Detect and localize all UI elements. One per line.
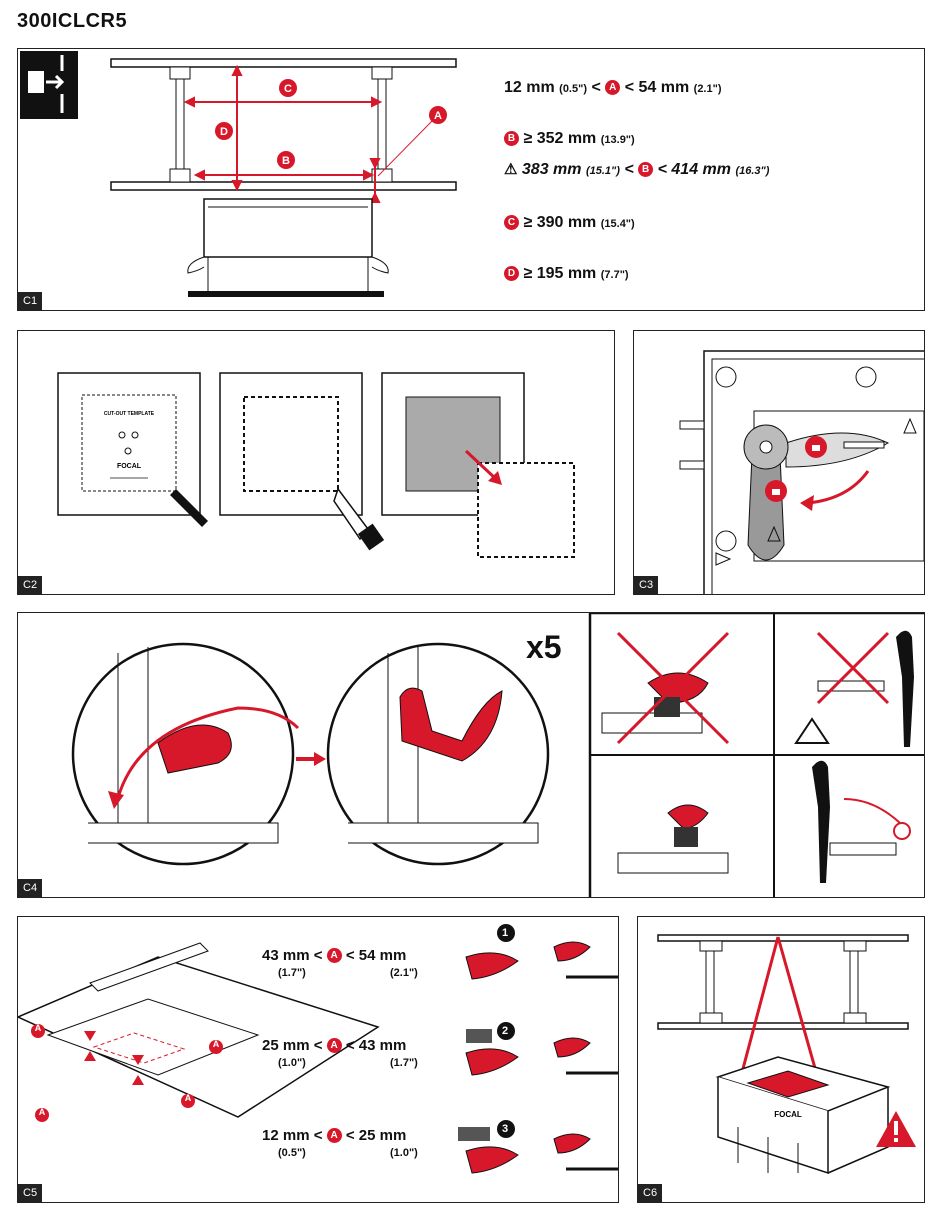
spec-b-min: B ≥ 352 mm (13.9"): [504, 130, 635, 148]
c5-range-1-in-a: (1.7"): [278, 967, 306, 979]
badge-d: D: [504, 266, 519, 281]
c4-diagram: [71, 613, 924, 897]
panel-c5: A A A A 1 2 3 43 mm < A < 54 mm (1.7") (…: [17, 916, 619, 1203]
panel-c2: CUT-OUT TEMPLATE FOCAL C2: [17, 330, 615, 595]
template-brand: FOCAL: [117, 463, 142, 470]
c5-range-2: 25 mm < A < 43 mm: [262, 1037, 407, 1054]
badge-a: A: [605, 80, 621, 95]
step-1-label: 1: [502, 927, 509, 939]
panel-label: C3: [634, 576, 659, 594]
warning-icon: ⚠: [504, 161, 518, 178]
template-title: CUT-OUT TEMPLATE: [104, 411, 155, 417]
c6-brand: FOCAL: [774, 1110, 802, 1119]
panel-c4: x5 C4: [17, 612, 925, 898]
panel-label: C1: [18, 292, 43, 310]
count-label: x5: [526, 629, 562, 665]
c2-diagram: CUT-OUT TEMPLATE FOCAL: [57, 372, 575, 558]
c1-diagram: C D B A: [20, 51, 457, 297]
c5-badge-a3: A: [38, 1107, 46, 1117]
dim-label-c: C: [284, 83, 292, 95]
badge-b: B: [504, 131, 519, 146]
spec-b-warning: ⚠ 383 mm (15.1") < B < 414 mm (16.3"): [504, 161, 770, 178]
panel-label: C6: [638, 1184, 663, 1202]
panel-c6: FOCAL C6: [637, 916, 925, 1203]
step-2-label: 2: [502, 1025, 509, 1037]
c5-range-2-in-b: (1.7"): [390, 1057, 418, 1069]
spec-d-min: D ≥ 195 mm (7.7"): [504, 265, 629, 283]
dim-label-d: D: [220, 126, 228, 138]
panel-c1: C D B A 12 mm (0.5") < A < 54 mm (2.1") …: [17, 48, 925, 311]
c5-badge-a4: A: [184, 1093, 192, 1103]
c5-range-1: 43 mm < A < 54 mm: [262, 947, 407, 964]
spec-c-min: C ≥ 390 mm (15.4"): [504, 214, 635, 232]
c5-range-3-in-b: (1.0"): [390, 1147, 418, 1159]
panel-label: C4: [18, 879, 43, 897]
c5-diagram: [18, 924, 618, 1174]
panel-label: C5: [18, 1184, 43, 1202]
c5-badge-a2: A: [212, 1039, 220, 1049]
c3-diagram: [679, 350, 924, 594]
c5-range-2-in-a: (1.0"): [278, 1057, 306, 1069]
c5-range-3-in-a: (0.5"): [278, 1147, 306, 1159]
dim-label-a: A: [434, 110, 442, 122]
spec-a-range: 12 mm (0.5") < A < 54 mm (2.1"): [504, 79, 722, 96]
c5-badge-a1: A: [34, 1023, 42, 1033]
c5-range-1-in-b: (2.1"): [390, 967, 418, 979]
c6-diagram: FOCAL: [657, 934, 916, 1175]
c5-range-3: 12 mm < A < 25 mm: [262, 1127, 407, 1144]
badge-c: C: [504, 215, 519, 230]
step-3-label: 3: [502, 1123, 509, 1135]
panel-c3: C3: [633, 330, 925, 595]
dim-label-b: B: [282, 155, 290, 167]
panel-label: C2: [18, 576, 43, 594]
page-title: 300ICLCR5: [17, 10, 128, 32]
